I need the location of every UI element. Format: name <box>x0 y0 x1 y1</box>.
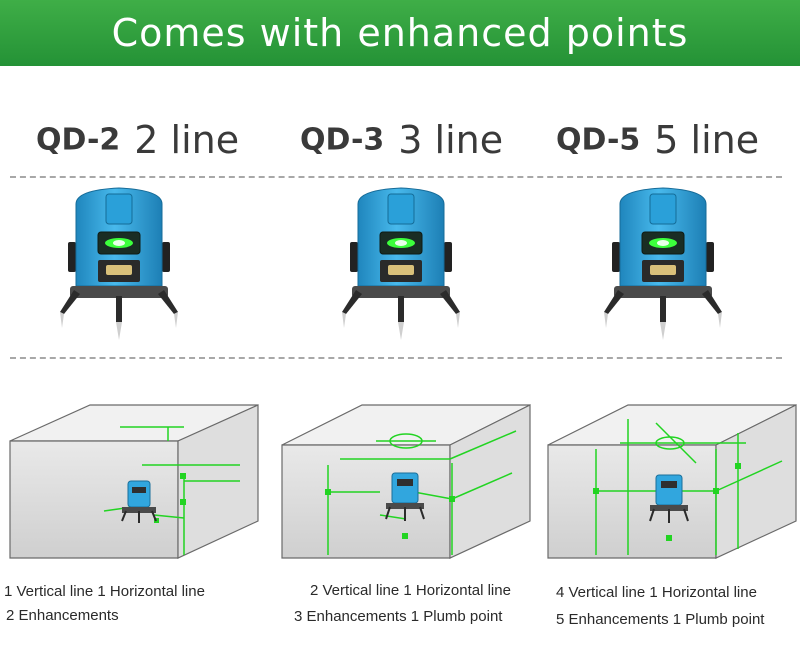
banner-title: Comes with enhanced points <box>111 11 689 55</box>
middle-divider <box>10 357 782 359</box>
model-code: QD-2 <box>36 122 121 158</box>
title-banner: Comes with enhanced points <box>0 0 800 66</box>
caption-qd5-line1: 4 Vertical line 1 Horizontal line <box>556 584 757 601</box>
room-diagram-qd3 <box>280 403 532 568</box>
laser-level-image-qd2 <box>54 186 184 346</box>
model-heading-qd5: QD-5 5 line <box>556 118 759 168</box>
model-heading-qd2: QD-2 2 line <box>36 118 239 168</box>
caption-qd5-line2: 5 Enhancements 1 Plumb point <box>556 611 765 628</box>
model-line-count: 2 line <box>134 118 240 162</box>
model-code: QD-3 <box>300 122 385 158</box>
model-code: QD-5 <box>556 122 641 158</box>
caption-qd2-line1: 1 Vertical line 1 Horizontal line <box>4 583 205 600</box>
model-line-count: 5 line <box>654 118 760 162</box>
model-heading-qd3: QD-3 3 line <box>300 118 503 168</box>
room-diagram-qd5 <box>546 403 798 568</box>
caption-qd3-line1: 2 Vertical line 1 Horizontal line <box>310 582 511 599</box>
laser-level-image-qd5 <box>598 186 728 346</box>
laser-level-image-qd3 <box>336 186 466 346</box>
model-line-count: 3 line <box>398 118 504 162</box>
caption-qd2-line2: 2 Enhancements <box>6 607 119 624</box>
room-diagram-qd2 <box>8 403 260 568</box>
caption-qd3-line2: 3 Enhancements 1 Plumb point <box>294 608 503 625</box>
top-divider <box>10 176 782 178</box>
